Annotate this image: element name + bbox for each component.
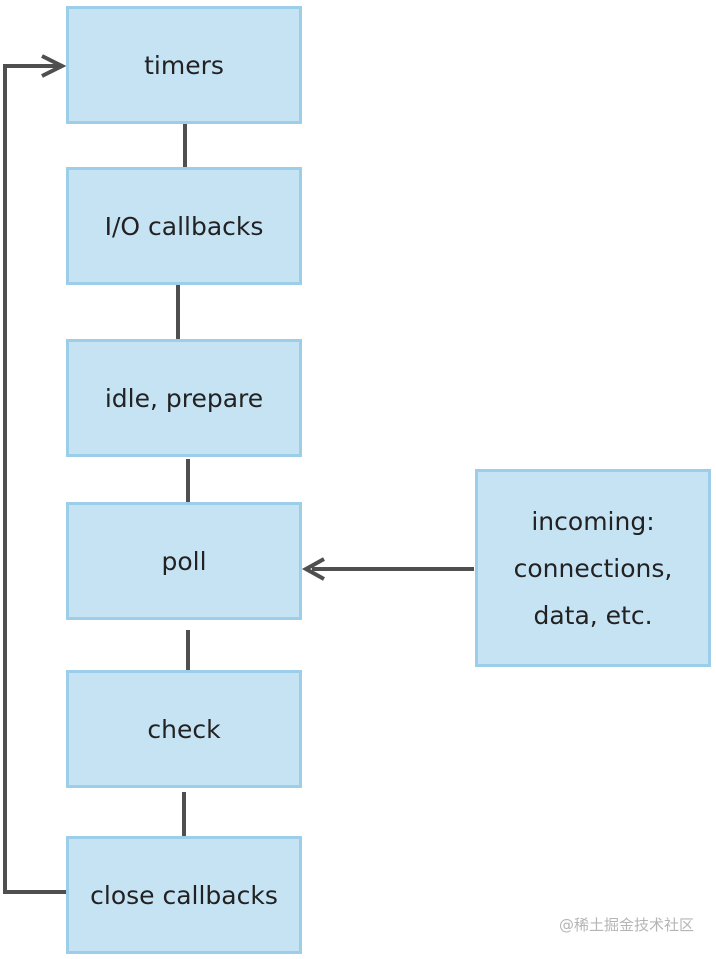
node-io-callbacks-label: I/O callbacks	[104, 211, 264, 241]
watermark: @稀土掘金技术社区	[558, 916, 694, 934]
node-close-callbacks: close callbacks	[66, 836, 302, 954]
poll-arrowhead	[301, 557, 325, 581]
node-idle-prepare-label: idle, prepare	[104, 383, 264, 413]
node-incoming-line-2: connections,	[513, 553, 673, 583]
node-timers: timers	[66, 6, 302, 124]
node-check: check	[66, 670, 302, 788]
node-incoming: incoming: connections, data, etc.	[475, 469, 711, 667]
node-io-callbacks: I/O callbacks	[66, 167, 302, 285]
node-incoming-line-1: incoming:	[531, 506, 655, 536]
node-incoming-line-3: data, etc.	[533, 600, 653, 630]
node-check-label: check	[147, 714, 221, 744]
node-timers-label: timers	[144, 50, 224, 80]
node-poll-label: poll	[161, 546, 207, 576]
node-close-callbacks-label: close callbacks	[90, 880, 278, 910]
loop-back-connector	[3, 64, 66, 894]
node-idle-prepare: idle, prepare	[66, 339, 302, 457]
node-poll: poll	[66, 502, 302, 620]
loop-back-arrowhead	[41, 54, 67, 78]
